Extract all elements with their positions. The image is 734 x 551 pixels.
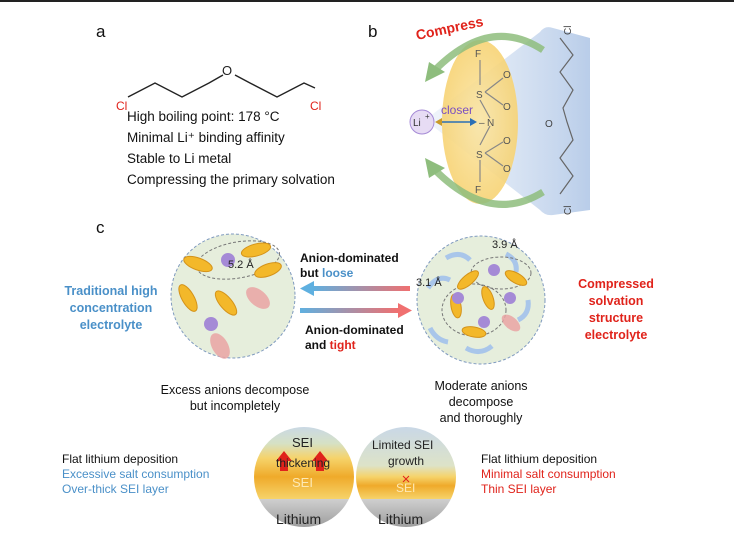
lithium-ion bbox=[409, 109, 435, 135]
property-list: High boiling point: 178 °C Minimal Li⁺ b… bbox=[127, 106, 335, 190]
limited-sei-label: Limited SEI bbox=[372, 438, 433, 452]
o-atom: O bbox=[503, 136, 511, 147]
left-notes: Flat lithium deposition Excessive salt c… bbox=[62, 452, 210, 496]
traditional-electrolyte-label: Traditional high concentration electroly… bbox=[64, 284, 158, 332]
f-atom-top: F bbox=[475, 49, 481, 60]
compression-diagram: Compress F S O O N – S O O F Li + closer… bbox=[409, 13, 590, 216]
compressed-electrolyte-label: Compressed solvation structure electroly… bbox=[578, 277, 654, 342]
thick-sei-disc: SEI thickening SEI Lithium bbox=[254, 427, 354, 527]
tight-arrow-label: Anion-dominated and tight bbox=[305, 323, 404, 352]
compress-arrow-top bbox=[432, 32, 545, 73]
panel-c-letter: c bbox=[96, 218, 105, 237]
right-caption: Moderate anions decompose and thoroughly bbox=[434, 379, 528, 425]
s-atom-top: S bbox=[476, 90, 483, 101]
o-atom: O bbox=[503, 70, 511, 81]
traditional-solvation-circle: 5.2 Å bbox=[170, 233, 296, 359]
cl-bottom: Cl bbox=[563, 206, 574, 215]
sei-label: SEI bbox=[292, 435, 313, 450]
left-caption: Excess anions decompose but incompletely bbox=[160, 383, 310, 413]
top-border bbox=[0, 0, 734, 2]
lithium-label: Lithium bbox=[378, 511, 423, 527]
n-atom: N bbox=[487, 118, 494, 129]
o-atom: O bbox=[503, 164, 511, 175]
thin-sei-disc: Limited SEI growth SEI Lithium bbox=[356, 427, 456, 527]
panel-a-letter: a bbox=[96, 22, 106, 41]
minus-sign: – bbox=[479, 118, 485, 129]
distance-label-left: 3.1 Å bbox=[416, 276, 442, 289]
sei-faded-label: SEI bbox=[292, 475, 313, 490]
property-item: Minimal Li⁺ binding affinity bbox=[127, 130, 285, 145]
li-label: Li bbox=[413, 118, 421, 129]
s-atom-bottom: S bbox=[476, 150, 483, 161]
property-item: High boiling point: 178 °C bbox=[127, 109, 280, 124]
dichloroethyl-ether-structure: Cl O Cl bbox=[116, 63, 321, 113]
lithium-label: Lithium bbox=[276, 511, 321, 527]
cl-top: Cl bbox=[563, 26, 574, 35]
right-notes: Flat lithium deposition Minimal salt con… bbox=[481, 452, 616, 496]
property-item: Compressing the primary solvation bbox=[127, 172, 335, 187]
cl-left-atom: Cl bbox=[116, 99, 127, 113]
oxygen-atom: O bbox=[222, 63, 232, 78]
closer-label: closer bbox=[441, 103, 473, 117]
thickening-label: thickening bbox=[276, 456, 330, 470]
loose-arrow-label: Anion-dominated but loose bbox=[300, 251, 399, 280]
f-atom-bottom: F bbox=[475, 185, 481, 196]
panel-b-letter: b bbox=[368, 22, 378, 41]
cl-right-atom: Cl bbox=[310, 99, 321, 113]
compressed-solvation-circle: 3.9 Å 3.1 Å bbox=[416, 235, 546, 365]
o-atom: O bbox=[503, 102, 511, 113]
conversion-arrows bbox=[300, 281, 412, 318]
distance-label: 5.2 Å bbox=[228, 258, 254, 271]
compress-arrow-bottom bbox=[432, 167, 545, 208]
property-item: Stable to Li metal bbox=[127, 151, 232, 166]
distance-label-top: 3.9 Å bbox=[492, 238, 518, 251]
growth-label: growth bbox=[388, 454, 424, 468]
o-ether: O bbox=[545, 119, 553, 130]
li-charge: + bbox=[425, 112, 430, 121]
sei-faded-label: SEI bbox=[396, 481, 415, 495]
